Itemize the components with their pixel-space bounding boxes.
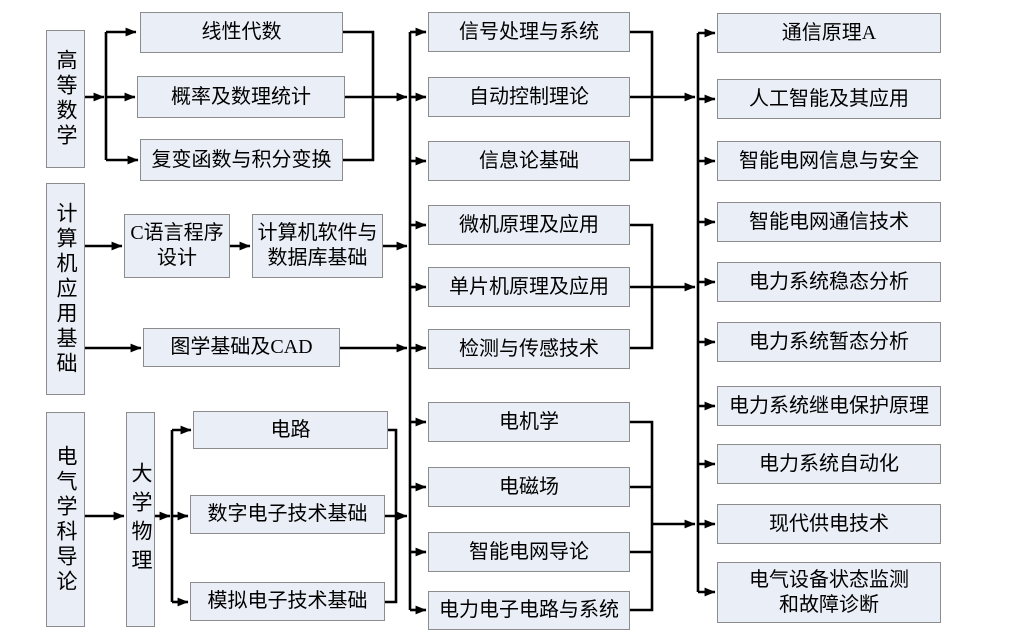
- node-complex-function: 复变函数与积分变换: [140, 139, 343, 181]
- node-circuits: 电路: [193, 411, 388, 449]
- node-power-system-steady: 电力系统稳态分析: [717, 262, 941, 302]
- node-smart-grid-info-security: 智能电网信息与安全: [717, 141, 941, 181]
- node-microcomputer: 微机原理及应用: [428, 205, 630, 245]
- node-ai-application: 人工智能及其应用: [717, 79, 941, 119]
- node-electrical-intro: 电气学科导论: [46, 412, 85, 627]
- node-electromagnetic-field: 电磁场: [428, 467, 630, 507]
- node-smart-grid-comm: 智能电网通信技术: [717, 202, 941, 242]
- node-power-system-transient: 电力系统暂态分析: [717, 322, 941, 362]
- node-computer-app-foundation: 计算机应用基础: [46, 183, 85, 395]
- node-power-system-automation: 电力系统自动化: [717, 444, 941, 484]
- node-analog-electronics: 模拟电子技术基础: [190, 582, 385, 621]
- node-electric-machinery: 电机学: [428, 402, 630, 442]
- node-modern-power-supply: 现代供电技术: [717, 504, 941, 544]
- node-equipment-monitoring: 电气设备状态监测 和故障诊断: [717, 562, 941, 623]
- node-power-electronics: 电力电子电路与系统: [428, 591, 630, 630]
- node-probability-statistics: 概率及数理统计: [137, 76, 345, 118]
- node-auto-control: 自动控制理论: [428, 77, 630, 117]
- node-communication-principle: 通信原理A: [717, 13, 941, 53]
- node-digital-electronics: 数字电子技术基础: [190, 495, 385, 534]
- node-information-theory: 信息论基础: [428, 141, 630, 181]
- node-power-system-relay: 电力系统继电保护原理: [717, 386, 941, 426]
- node-advanced-math: 高等数学: [46, 30, 85, 168]
- node-linear-algebra: 线性代数: [140, 12, 343, 53]
- node-college-physics: 大学物理: [126, 412, 155, 627]
- node-c-language: C语言程序 设计: [124, 214, 230, 278]
- node-detection-sensing: 检测与传感技术: [428, 329, 630, 369]
- node-mcu: 单片机原理及应用: [428, 267, 630, 307]
- node-computer-software-db: 计算机软件与 数据库基础: [252, 214, 383, 278]
- node-graphics-cad: 图学基础及CAD: [143, 328, 340, 367]
- node-smart-grid-intro: 智能电网导论: [428, 532, 630, 572]
- node-signal-processing: 信号处理与系统: [428, 12, 630, 52]
